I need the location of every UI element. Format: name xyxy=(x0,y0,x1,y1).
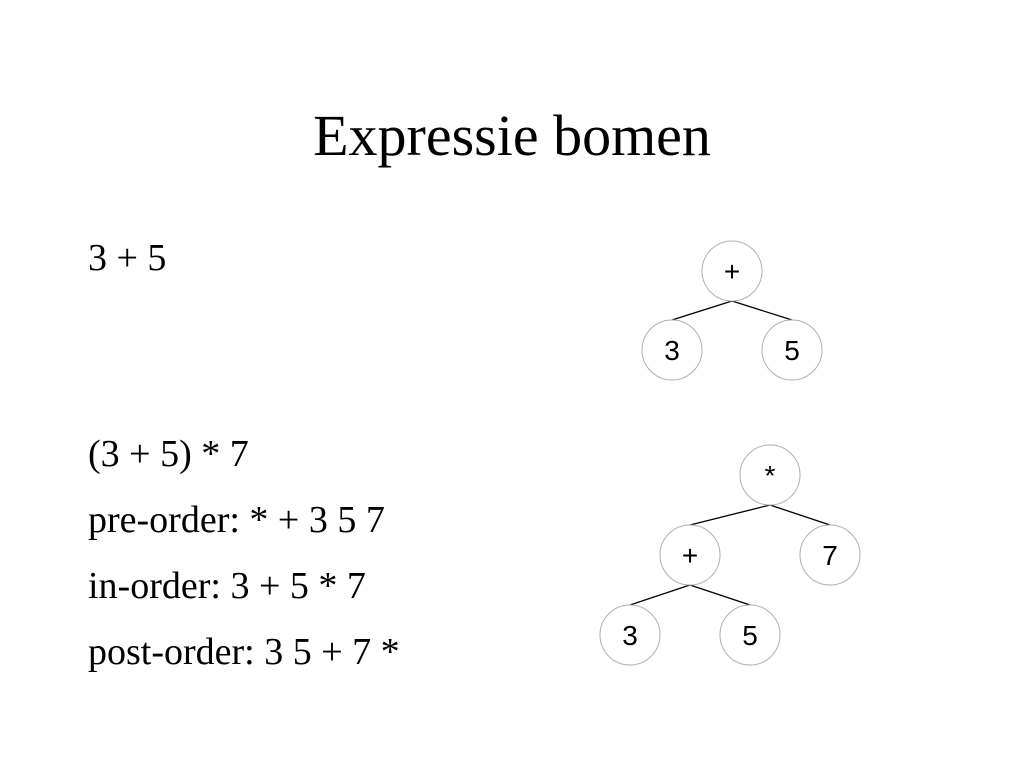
tree2-root-label: * xyxy=(765,460,776,491)
tree1-node-right: 5 xyxy=(761,319,823,381)
tree2-node-right: 7 xyxy=(799,524,861,586)
pre-order-line: pre-order: * + 3 5 7 xyxy=(88,499,385,541)
tree2-node-inner: + xyxy=(659,524,721,586)
tree2-node-inner-right: 5 xyxy=(719,604,781,666)
tree2-inner-label: + xyxy=(682,540,698,571)
tree2-inner-left-label: 3 xyxy=(622,620,638,651)
tree1-edge-right xyxy=(731,300,793,321)
tree-simple: + 3 5 xyxy=(641,240,823,381)
tree1-edge-left xyxy=(671,300,733,321)
tree2-edge-root-right xyxy=(769,504,831,526)
tree2-edge-inner-left xyxy=(629,584,691,606)
tree1-right-label: 5 xyxy=(784,335,800,366)
tree2-edge-inner-right xyxy=(689,584,751,606)
tree1-node-left: 3 xyxy=(641,319,703,381)
post-order-line: post-order: 3 5 + 7 * xyxy=(88,631,400,673)
tree2-inner-right-label: 5 xyxy=(742,620,758,651)
expression-simple: 3 + 5 xyxy=(88,237,167,279)
tree1-left-label: 3 xyxy=(664,335,680,366)
tree-compound: * + 7 3 5 xyxy=(599,444,861,666)
tree1-root-label: + xyxy=(724,256,740,287)
tree2-node-inner-left: 3 xyxy=(599,604,661,666)
in-order-line: in-order: 3 + 5 * 7 xyxy=(88,565,366,607)
slide-title: Expressie bomen xyxy=(313,103,711,168)
tree2-right-label: 7 xyxy=(822,540,838,571)
tree2-node-root: * xyxy=(739,444,801,506)
tree2-edge-root-inner xyxy=(689,504,771,526)
tree1-node-root: + xyxy=(701,240,763,302)
expression-compound: (3 + 5) * 7 xyxy=(88,433,249,475)
